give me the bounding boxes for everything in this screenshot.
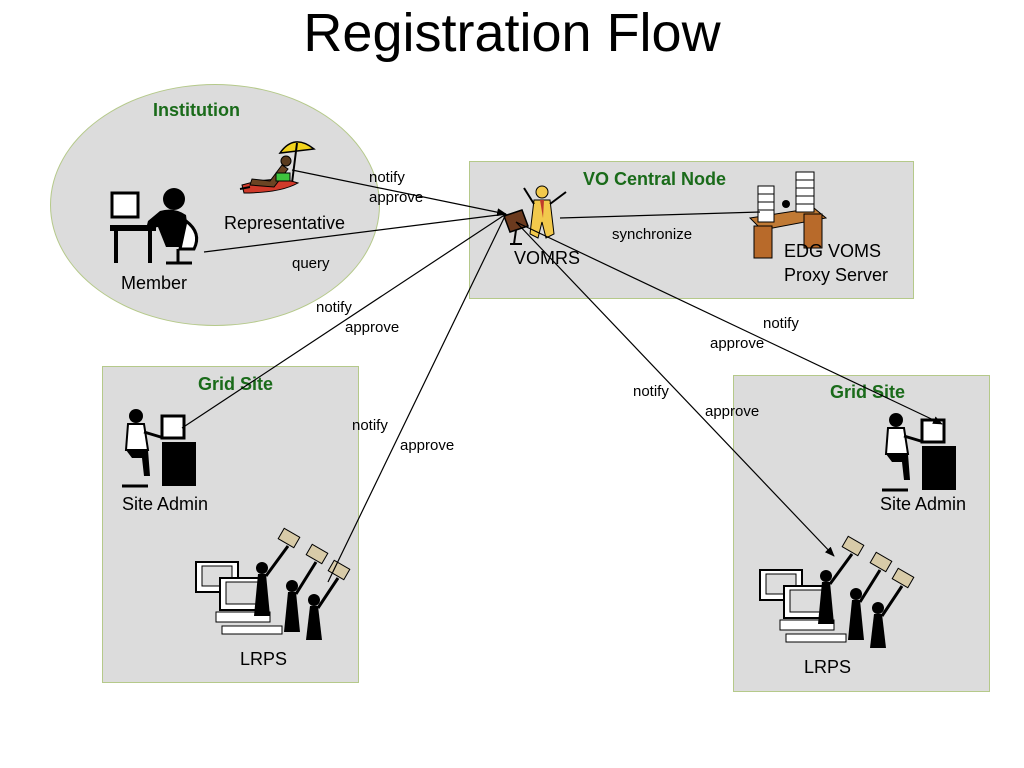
edge-label-right-lrps-approve: approve <box>705 403 760 420</box>
institution-region <box>50 84 380 326</box>
representative-label: Representative <box>224 213 346 233</box>
edge-vomrs-to-lrps-left <box>327 213 507 583</box>
edge-vomrs-to-site-admin-left <box>181 213 507 429</box>
edge-label-left-lrps-notify: notify <box>352 417 388 434</box>
edge-label-left-lrps-approve: approve <box>400 437 455 454</box>
edge-label-left-admin-approve: approve <box>345 319 400 336</box>
vomrs-presenter-icon <box>503 185 567 245</box>
vo-central-node-title: VO Central Node <box>583 169 727 189</box>
edge-label-synchronize: synchronize <box>612 226 693 243</box>
site-admin-left-label: Site Admin <box>122 494 209 514</box>
lrps-right-label: LRPS <box>804 657 852 677</box>
edge-vomrs-to-lrps-right <box>515 221 835 557</box>
edg-voms-label-line1: EDG VOMS <box>784 241 882 261</box>
lrps-right-icon <box>759 535 915 648</box>
vo-central-node-region <box>469 161 914 299</box>
lrps-left-label: LRPS <box>240 649 288 669</box>
member-computer-icon <box>110 188 199 265</box>
edge-label-member-query: query <box>292 255 330 272</box>
member-label: Member <box>121 273 188 293</box>
edge-representative-to-vomrs <box>291 169 507 217</box>
site-admin-right-label: Site Admin <box>880 494 967 514</box>
edge-label-right-lrps-notify: notify <box>633 383 669 400</box>
edge-label-right-admin-notify: notify <box>763 315 799 332</box>
edge-label-rep-notify: notify <box>369 169 405 186</box>
representative-icon <box>239 141 316 194</box>
edge-member-to-vomrs <box>203 213 507 253</box>
edge-label-rep-approve: approve <box>369 189 424 206</box>
page-title: Registration Flow <box>303 3 721 63</box>
edge-vomrs-to-edg-voms <box>559 211 761 219</box>
site-admin-left-icon <box>122 409 196 488</box>
edge-label-left-admin-notify: notify <box>316 299 352 316</box>
edg-voms-desk-icon <box>748 171 828 259</box>
lrps-left-icon <box>195 527 351 640</box>
institution-title: Institution <box>153 100 240 120</box>
grid-site-left-title: Grid Site <box>198 374 274 394</box>
edge-vomrs-to-site-admin-right <box>515 221 943 425</box>
site-admin-right-icon <box>882 413 956 492</box>
vomrs-label: VOMRS <box>514 248 581 268</box>
edge-label-right-admin-approve: approve <box>710 335 765 352</box>
edg-voms-label-line2: Proxy Server <box>784 265 889 285</box>
